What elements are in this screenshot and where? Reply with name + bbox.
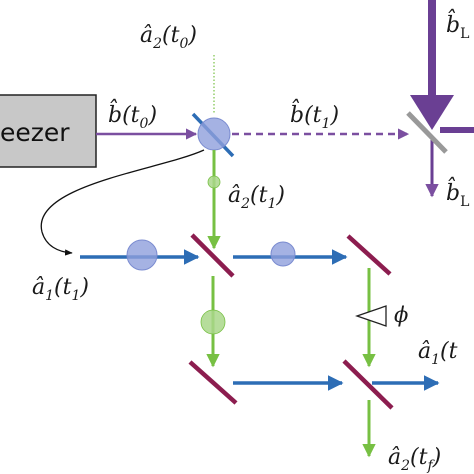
beamsplitter-final [342, 359, 394, 410]
label-a1-t1: â1(t1) [32, 275, 89, 304]
pulse-small-green [207, 175, 221, 189]
phase-shifter [355, 305, 387, 327]
squeezer-label: eezer [0, 118, 70, 147]
label-b-t1: b̂(t1) [290, 99, 339, 132]
pulse-upper-arm [270, 241, 296, 267]
mirror-bottom-left [188, 360, 238, 405]
beamsplitter-homodyne [406, 111, 448, 154]
label-a2-t1: â2(t1) [228, 183, 285, 212]
label-a1-tf: â1(t [418, 339, 458, 368]
label-bL-bottom: b̂L [446, 177, 469, 210]
beamsplitter-2 [190, 233, 235, 278]
label-b-t0: b̂(t0) [108, 99, 157, 132]
local-oscillator-arrowhead [410, 95, 454, 130]
mirror-top-right [346, 234, 392, 276]
label-a2-tf: â2(tf) [388, 445, 441, 474]
phase-label: ϕ [394, 303, 408, 327]
feedback-arrow [40, 149, 205, 256]
pulse-a1 [126, 239, 158, 271]
pulse-at-beamsplitter-1 [197, 117, 231, 151]
label-a2-t0: â2(t0) [140, 23, 197, 52]
squeezer-box: eezer [0, 94, 97, 168]
pulse-lower-arm [200, 309, 226, 335]
label-bL-top: b̂L [446, 9, 469, 42]
